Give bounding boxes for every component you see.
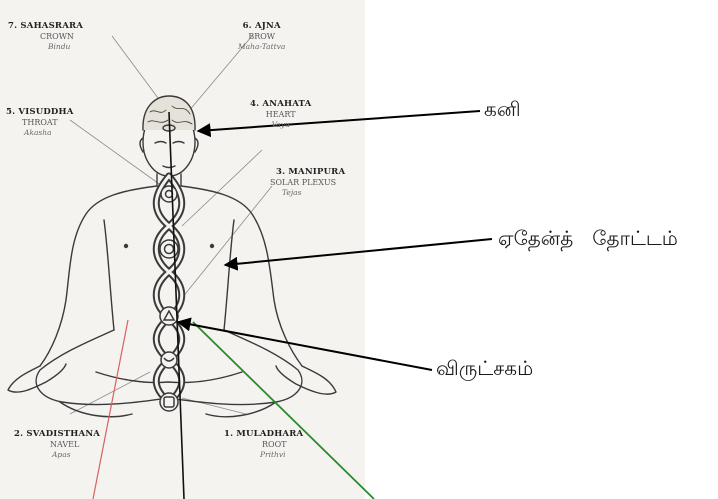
right-chest-dot	[211, 245, 214, 248]
chakra-english: BROW	[238, 33, 285, 41]
chakra-name: 6. AJNA	[238, 22, 285, 31]
right-arm	[181, 186, 302, 366]
pointer-line-svadisthana	[70, 372, 150, 414]
chakra-label-anahata: 4. ANAHATA HEART Vayu	[250, 100, 311, 128]
chakra-name: 2. SVADISTHANA	[14, 430, 100, 439]
chakra-name: 4. ANAHATA	[250, 100, 311, 109]
left-arm	[40, 186, 157, 366]
red-line	[93, 320, 128, 499]
chakra-english: THROAT	[22, 119, 74, 127]
chakra-english: ROOT	[262, 441, 303, 449]
chakra-english: SOLAR PLEXUS	[270, 179, 345, 187]
annotation-arrows	[178, 111, 492, 370]
left-chest-dot	[125, 245, 128, 248]
chakra-element: Maha-Tattva	[238, 43, 285, 51]
chakra-label-sahasrara: 7. SAHASRARA CROWN Bindu	[8, 22, 83, 50]
chakra-english: NAVEL	[50, 441, 100, 449]
chakra-element: Tejas	[282, 189, 345, 197]
chakra-name: 1. MULADHARA	[224, 430, 303, 439]
chakra-element: Prithvi	[260, 451, 303, 459]
arrow-kani	[198, 111, 480, 131]
chakra-name: 3. MANIPURA	[276, 168, 345, 177]
visuddha-center	[161, 186, 177, 202]
chakra-element: Apas	[52, 451, 100, 459]
arrow-viruksham	[178, 322, 432, 370]
chakra-element: Akasha	[24, 129, 74, 137]
chakra-element: Vayu	[250, 121, 311, 129]
chakra-label-manipura: 3. MANIPURA SOLAR PLEXUS Tejas	[276, 168, 345, 196]
chakra-label-muladhara: 1. MULADHARA ROOT Prithvi	[224, 430, 303, 458]
pointer-line-manipura	[182, 186, 272, 298]
chakra-name: 7. SAHASRARA	[8, 22, 83, 31]
green-line	[193, 322, 374, 499]
left-leg	[36, 330, 168, 405]
annotation-eden-garden: ஏதேன்த் தோட்டம்	[498, 226, 678, 253]
chakra-label-ajna: 6. AJNA BROW Maha-Tattva	[238, 22, 285, 50]
chakra-english: CROWN	[40, 33, 83, 41]
chakra-label-visuddha: 5. VISUDDHA THROAT Akasha	[6, 108, 74, 136]
right-hand	[276, 366, 336, 394]
chakra-english: HEART	[250, 111, 311, 119]
chakra-label-svadisthana: 2. SVADISTHANA NAVEL Apas	[14, 430, 100, 458]
pointer-line-sahasrara	[112, 36, 158, 98]
muladhara-center	[160, 393, 178, 411]
chakra-element: Bindu	[48, 43, 83, 51]
svadisthana-center	[161, 352, 177, 368]
annotation-kani: கனி	[484, 97, 521, 124]
annotation-viruksham: விருட்சகம்	[436, 356, 533, 383]
chakra-name: 5. VISUDDHA	[6, 108, 74, 117]
